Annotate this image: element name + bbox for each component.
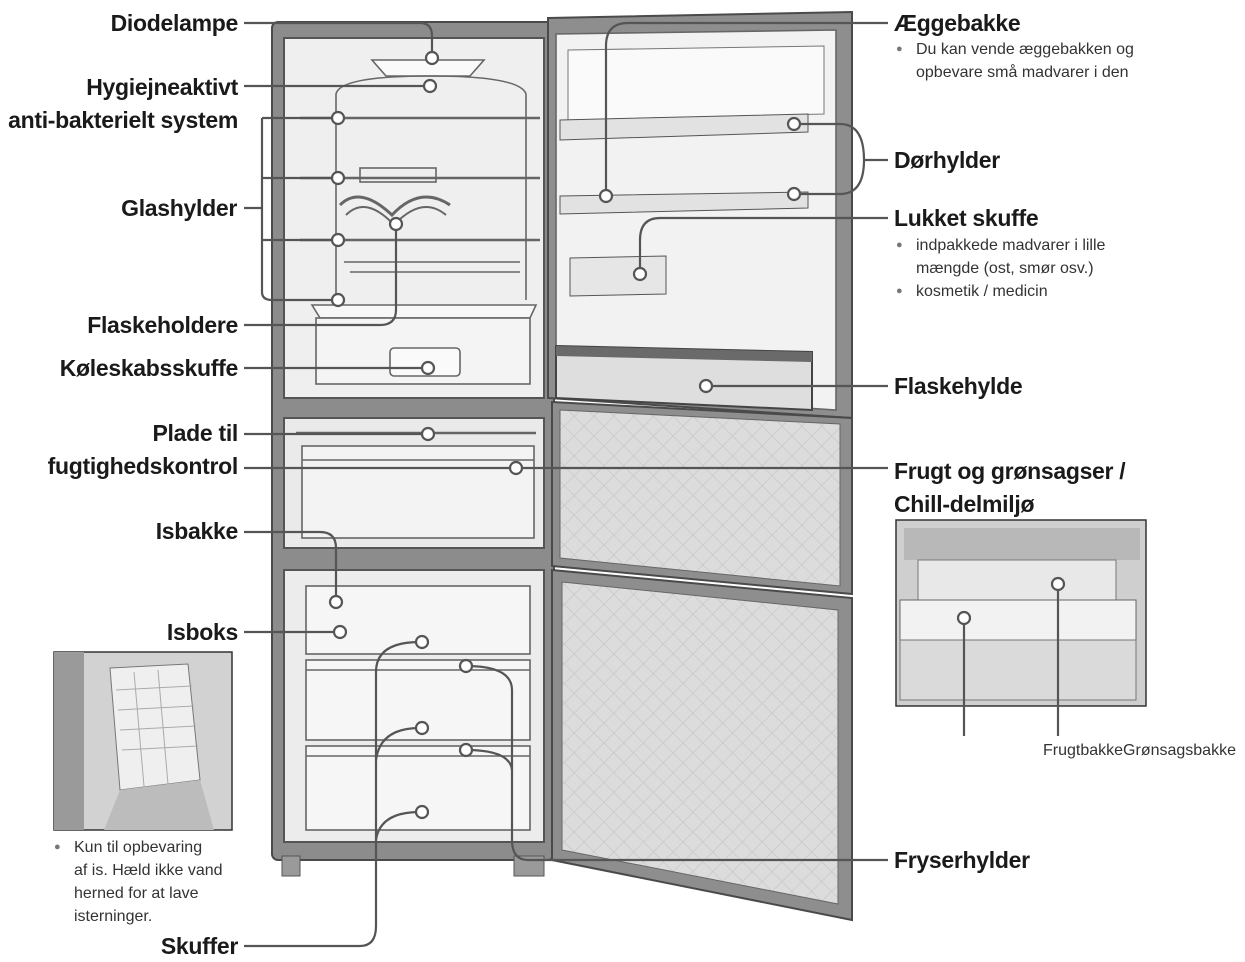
cabinet-foot-left (282, 856, 300, 876)
note-isboks: Kun til opbevaring af is. Hæld ikke vand… (54, 836, 244, 928)
label-dorhylder: Dørhylder (894, 144, 1000, 176)
note-isboks-line1: Kun til opbevaring (54, 836, 244, 859)
isboks-inset-photo (54, 652, 232, 830)
label-frugt-line1: Frugt og grønsagser / (894, 455, 1125, 487)
note-isboks-line2: af is. Hæld ikke vand (54, 859, 244, 882)
label-aeggebakke: Æggebakke (894, 7, 1020, 39)
note-aeggebakke-line2: opbevare små madvarer i den (896, 61, 1196, 84)
label-frugtbakke-gronsagsbakke: FrugtbakkeGrønsagsbakke (1043, 742, 1236, 760)
label-hygiejne-line1: Hygiejneaktivt (86, 71, 238, 103)
label-diodelampe: Diodelampe (111, 7, 238, 39)
label-koleskabsskuffe: Køleskabsskuffe (60, 352, 238, 384)
crisper-door (552, 402, 852, 594)
label-hygiejne-line2: anti-bakterielt system (8, 104, 238, 136)
label-flaskehylde: Flaskehylde (894, 370, 1022, 402)
note-isboks-line3: herned for at lave (54, 882, 244, 905)
label-skuffer: Skuffer (161, 930, 238, 962)
label-frugt-line2: Chill-delmiljø (894, 488, 1034, 520)
label-fryserhylder: Fryserhylder (894, 844, 1030, 876)
note-lukket-skuffe-line2: mængde (ost, smør osv.) (896, 257, 1196, 280)
label-plade-line2: fugtighedskontrol (48, 450, 238, 482)
label-isboks: Isboks (167, 616, 238, 648)
label-lukket-skuffe: Lukket skuffe (894, 202, 1038, 234)
label-plade-line1: Plade til (153, 417, 239, 449)
crisper-interior (296, 433, 536, 538)
fridge-door (548, 12, 852, 418)
crisper-inset-photo (896, 520, 1146, 706)
label-flaskeholdere: Flaskeholdere (87, 309, 238, 341)
freezer-door (552, 570, 852, 920)
freezer-interior (306, 586, 530, 830)
note-aeggebakke-line1: Du kan vende æggebakken og (896, 38, 1196, 61)
label-glashylder: Glashylder (121, 192, 237, 224)
note-lukket-skuffe-line3: kosmetik / medicin (896, 280, 1196, 303)
note-lukket-skuffe: indpakkede madvarer i lille mængde (ost,… (896, 234, 1196, 303)
note-aeggebakke: Du kan vende æggebakken og opbevare små … (896, 38, 1196, 84)
note-lukket-skuffe-line1: indpakkede madvarer i lille (896, 234, 1196, 257)
label-isbakke: Isbakke (156, 515, 238, 547)
note-isboks-line4: isterninger. (54, 905, 244, 928)
